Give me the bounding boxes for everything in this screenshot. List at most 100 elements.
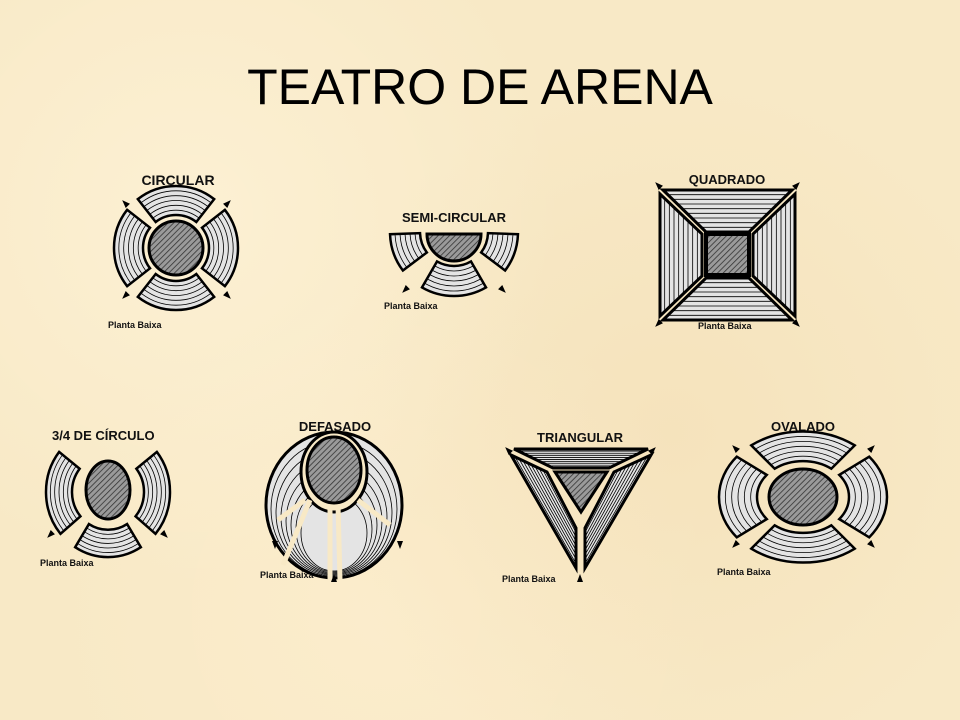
aisle-arrow-icon (505, 447, 513, 455)
seating-section-row (737, 466, 752, 528)
aisle-arrow-icon (160, 530, 168, 538)
seating-section-row (58, 460, 71, 525)
seating-section-row (584, 468, 623, 538)
seating-section-row (217, 216, 229, 280)
seating-section-row (849, 469, 863, 525)
aisle-arrow-icon (47, 530, 55, 538)
label-circular: CIRCULAR (141, 172, 215, 188)
seating-section-row (87, 527, 129, 535)
aisle-arrow-icon (792, 319, 800, 327)
aisle-arrow-icon (867, 540, 875, 548)
caption-triangular: Planta Baixa (502, 574, 556, 584)
stage-tres-quartos (84, 459, 132, 521)
seating-section-row (763, 537, 843, 549)
aisle-arrow-icon (648, 447, 656, 455)
seating-section-row (152, 209, 200, 219)
caption-defasado: Planta Baixa (260, 570, 314, 580)
seating-section (73, 522, 143, 559)
stage-circular (147, 219, 205, 277)
seating-section-row (542, 469, 577, 533)
seating-section-row (145, 460, 158, 525)
seating-section-row (49, 455, 64, 531)
seating-section-row (771, 455, 835, 465)
aisle-arrow-icon (397, 541, 403, 549)
seating-section-row (80, 539, 136, 549)
seating-section-row (128, 219, 139, 277)
label-semi-circular: SEMI-CIRCULAR (402, 210, 506, 225)
slide-title: TEATRO DE ARENA (247, 59, 713, 115)
seating-section-row (414, 234, 423, 256)
seating-section-row (152, 277, 200, 287)
label-triangular: TRIANGULAR (537, 430, 623, 445)
seating-section (717, 455, 769, 539)
seating-section-row (584, 462, 635, 551)
seating-section (749, 523, 857, 564)
aisle-arrow-icon (223, 291, 231, 299)
seating-section-row (493, 234, 504, 262)
seating-section (136, 184, 216, 224)
seating-section (420, 259, 488, 298)
seating-section-row (150, 205, 202, 215)
seating-section-row (152, 455, 167, 531)
seating-section-row (432, 270, 476, 277)
label-ovalado: OVALADO (770, 419, 836, 434)
seating-section-row (767, 450, 839, 461)
seating-section-row (213, 219, 224, 277)
seating-section (837, 455, 889, 539)
seating-section (136, 272, 216, 312)
aisle-arrow-icon (655, 319, 663, 327)
seating-section-row (144, 289, 208, 301)
seating-section-row (859, 463, 875, 531)
seating-section-row (430, 274, 478, 282)
seating-section-row (864, 460, 882, 534)
seating-section-row (489, 234, 499, 259)
seating-section-row (133, 222, 143, 274)
seating-section-row (522, 460, 577, 555)
seating-section-row (394, 235, 407, 267)
seating-section-row (756, 436, 850, 449)
seating-section-row (404, 234, 415, 262)
seating-section-row (584, 456, 648, 564)
seating-section-row (137, 224, 147, 272)
seating-section-row (84, 531, 132, 540)
seating-section-row (399, 234, 411, 264)
aisle-defasado (356, 498, 392, 527)
seating-section-row (141, 190, 211, 203)
seating-section-row (750, 472, 762, 522)
seating-section-row (62, 463, 74, 522)
seating-section-row (147, 200, 205, 211)
aisle-arrow-icon (331, 574, 337, 582)
caption-circular: Planta Baixa (108, 320, 162, 330)
seating-section (749, 430, 857, 471)
seating-section-row (144, 195, 208, 207)
aisle-arrow-icon (732, 540, 740, 548)
aisle-arrow-icon (223, 200, 231, 208)
seating-section-row (767, 533, 839, 544)
seating-section-row (501, 235, 514, 267)
seating-section-row (584, 466, 627, 542)
aisle-arrow-icon (402, 285, 410, 293)
aisle-arrow-icon (792, 182, 800, 190)
caption-semi-circular: Planta Baixa (384, 301, 438, 311)
seating-section-row (205, 224, 215, 272)
seating-section-row (759, 440, 847, 453)
seating-section-row (854, 466, 869, 528)
aisle-arrow-icon (732, 445, 740, 453)
seating-section-row (78, 543, 138, 553)
seating-section-row (731, 463, 747, 531)
seating-section-row (526, 462, 577, 551)
aisle-arrow-icon (655, 182, 663, 190)
stage-semi-circular (425, 232, 483, 263)
seating-section-row (82, 535, 134, 544)
seating-section-row (434, 265, 474, 272)
label-tres-quartos: 3/4 DE CÍRCULO (52, 428, 155, 443)
seating-section-row (530, 464, 577, 546)
seating-section-row (724, 460, 742, 534)
aisle-arrow-icon (122, 200, 130, 208)
seating-section (479, 231, 520, 273)
seating-section-row (763, 445, 843, 457)
seating-section-row (221, 213, 234, 283)
aisle-arrow-icon (122, 291, 130, 299)
caption-ovalado: Planta Baixa (717, 567, 771, 577)
seating-section-row (534, 466, 577, 542)
